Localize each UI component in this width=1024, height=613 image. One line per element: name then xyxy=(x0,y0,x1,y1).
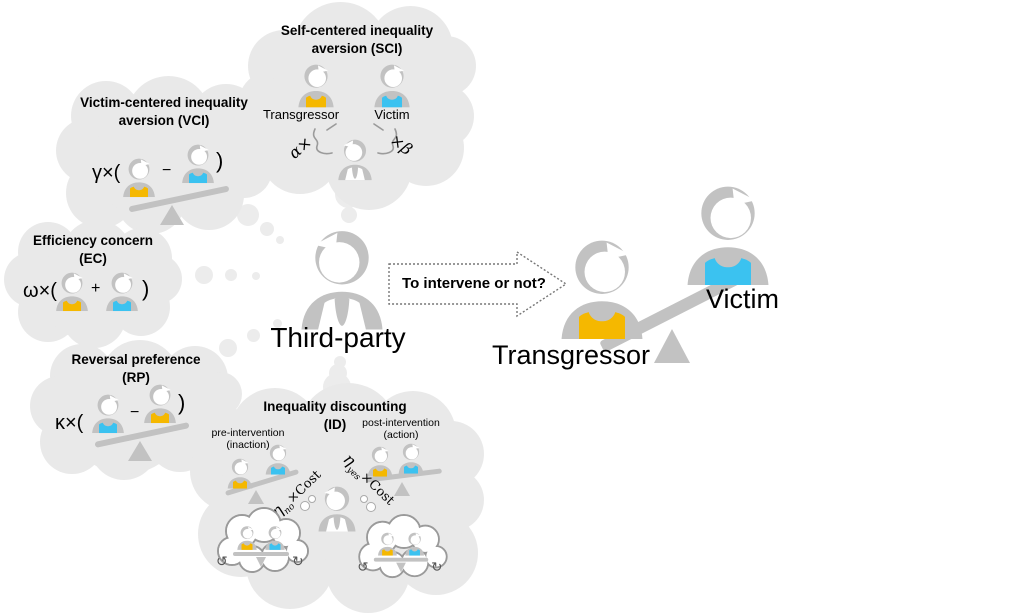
sci-title-line2: aversion (SCI) xyxy=(311,41,403,56)
sci-connector-squiggles xyxy=(312,123,398,155)
thought-dot xyxy=(300,501,310,511)
cloud-id: Inequality discounting (ID) pre-interven… xyxy=(190,383,485,613)
ec-operator: + xyxy=(91,280,101,297)
id-mini-cloud-no: ↺ ↻ xyxy=(216,507,309,573)
rotate-cw-icon: ↻ xyxy=(431,559,442,574)
trail-dot xyxy=(219,339,237,357)
vci-title-line1: Victim-centered inequality xyxy=(80,95,248,110)
cloud-sci: Self-centered inequality aversion (SCI) … xyxy=(238,2,476,212)
vci-coefficient: γ×( xyxy=(92,162,121,184)
trail-dot xyxy=(260,222,274,236)
thought-dot xyxy=(360,495,368,503)
id-pre-label-line1: pre-intervention xyxy=(211,427,285,439)
sci-title-line1: Self-centered inequality xyxy=(280,23,434,38)
trail-dot xyxy=(237,204,259,226)
sci-victim-person-icon xyxy=(372,62,412,108)
ec-title-line2: (EC) xyxy=(79,251,107,266)
ec-transgressor-person-icon xyxy=(54,270,90,312)
main-transgressor-label: Transgressor xyxy=(492,340,651,370)
trail-dot xyxy=(252,272,260,280)
main-seesaw-fulcrum xyxy=(654,326,690,363)
rp-victim-person-icon xyxy=(90,392,126,434)
trail-dot xyxy=(195,266,213,284)
rp-title-line1: Reversal preference xyxy=(71,352,201,367)
trail-dot xyxy=(225,269,237,281)
trail-dot xyxy=(273,319,282,328)
cloud-ec: Efficiency concern (EC) ω×( + ) xyxy=(4,220,182,348)
trail-dot xyxy=(247,329,260,342)
id-pre-label-line2: (inaction) xyxy=(226,439,270,451)
rp-transgressor-person-icon xyxy=(142,382,178,424)
thirdparty-person-icon xyxy=(296,226,388,330)
main-victim-person-icon xyxy=(682,182,774,285)
thought-dot xyxy=(308,495,316,503)
id-pre-victim-person-icon xyxy=(264,443,292,475)
rp-close-paren: ) xyxy=(178,390,186,415)
decision-arrow: To intervene or not? xyxy=(388,250,568,318)
trail-dot xyxy=(276,236,284,244)
sci-victim-label: Victim xyxy=(374,107,410,122)
cloud-rp: Reversal preference (RP) κ×( − ) xyxy=(30,340,242,480)
cloud-vci: Victim-centered inequality aversion (VCI… xyxy=(56,76,272,234)
sci-transgressor-label: Transgressor xyxy=(262,107,340,122)
id-title-line2: (ID) xyxy=(323,417,347,432)
vci-victim-person-icon xyxy=(180,142,216,184)
sci-thirdparty-person-icon xyxy=(336,136,374,182)
id-post-label-line1: post-intervention xyxy=(362,417,440,429)
main-victim-label: Victim xyxy=(706,284,780,314)
ec-coefficient: ω×( xyxy=(23,280,57,302)
rp-operator: − xyxy=(130,404,140,421)
vci-operator: − xyxy=(162,162,172,179)
rotate-cw-icon: ↻ xyxy=(292,553,304,569)
vci-title-line2: aversion (VCI) xyxy=(118,113,210,128)
ec-close-paren: ) xyxy=(142,276,150,301)
id-pre-seesaw-fulcrum xyxy=(248,487,264,504)
ec-title-line1: Efficiency concern xyxy=(32,233,154,248)
decision-arrow-label: To intervene or not? xyxy=(402,275,546,292)
thought-dot xyxy=(366,502,376,512)
rp-coefficient: κ×( xyxy=(55,412,84,434)
id-post-label-line2: (action) xyxy=(383,429,419,441)
id-pre-transgressor-person-icon xyxy=(226,457,254,489)
main-transgressor-person-icon xyxy=(556,236,648,339)
id-mini-cloud-yes: ↺ ↻ xyxy=(357,514,448,579)
thirdparty-label: Third-party xyxy=(270,322,406,353)
trail-dot xyxy=(341,207,357,223)
rp-title-line2: (RP) xyxy=(122,370,150,385)
id-title-line1: Inequality discounting xyxy=(263,399,407,414)
rotate-ccw-icon: ↺ xyxy=(357,559,368,574)
arrow-outline-icon xyxy=(388,250,568,318)
id-post-victim-person-icon xyxy=(397,442,425,474)
id-post-seesaw-fulcrum xyxy=(394,479,410,496)
rotate-ccw-icon: ↺ xyxy=(216,553,228,569)
ec-victim-person-icon xyxy=(104,270,140,312)
vci-seesaw-fulcrum xyxy=(160,202,184,225)
vci-transgressor-person-icon xyxy=(121,156,157,198)
rp-seesaw-fulcrum xyxy=(128,438,152,461)
vci-close-paren: ) xyxy=(216,148,224,173)
sci-transgressor-person-icon xyxy=(296,62,336,108)
